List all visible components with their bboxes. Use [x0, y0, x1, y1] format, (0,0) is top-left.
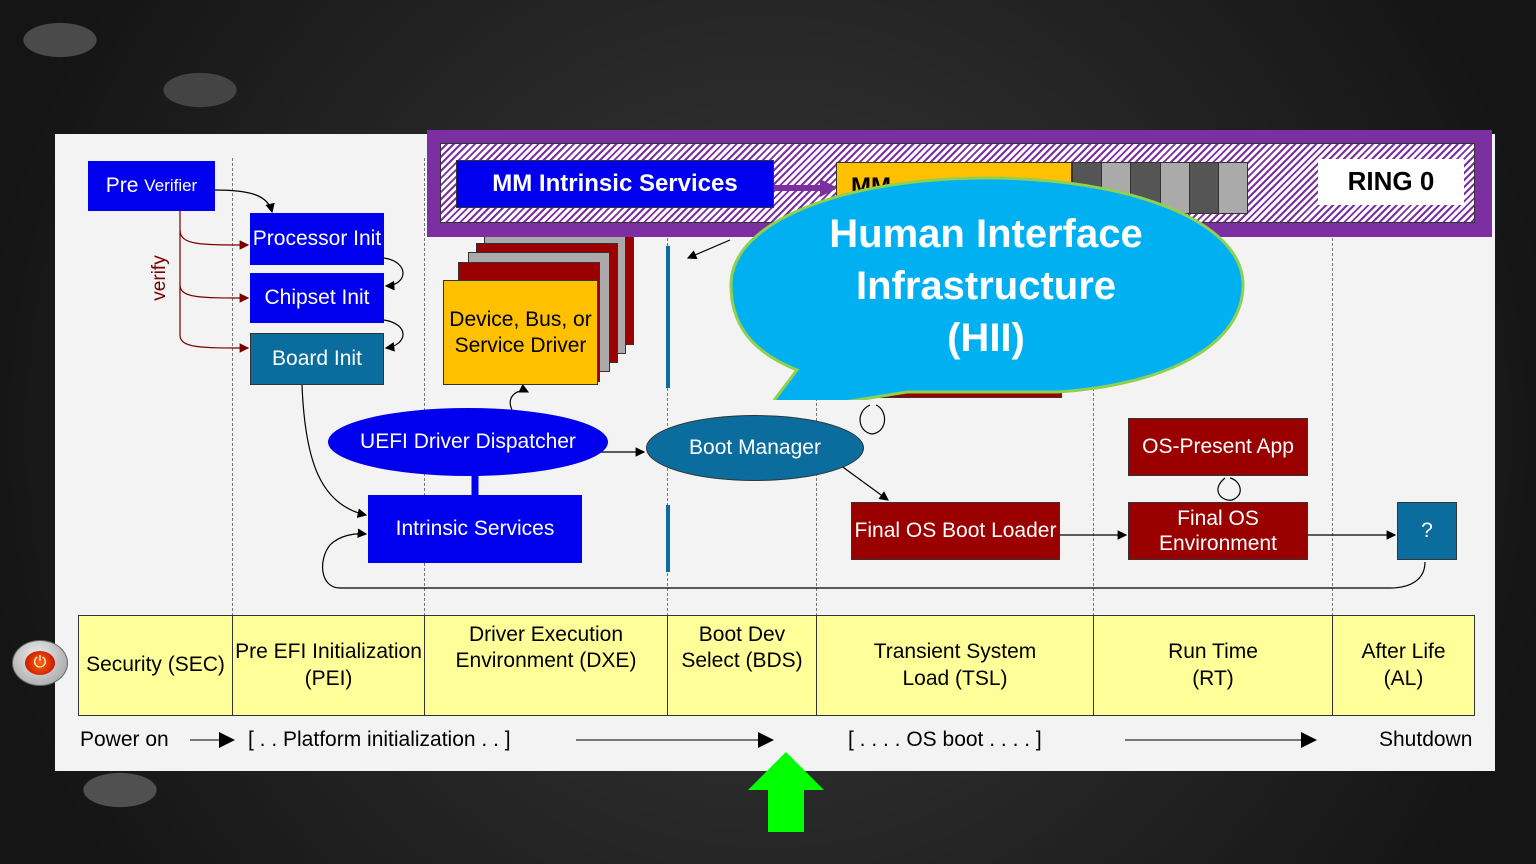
mm-stack-slot: [1217, 163, 1248, 213]
column-divider: [424, 158, 425, 616]
intrinsic-services-box: Intrinsic Services: [368, 495, 582, 563]
column-divider: [232, 158, 233, 616]
boot-manager: Boot Manager: [646, 415, 864, 481]
power-button[interactable]: ⏻: [12, 640, 68, 686]
hii-callout-bubble: [729, 176, 1245, 400]
pre-verifier-box: Pre Verifier: [88, 161, 215, 211]
power-icon: ⏻: [25, 651, 55, 675]
phase-pei: Pre EFI Initialization (PEI): [232, 615, 425, 716]
phase-tsl: Transient System Load (TSL): [816, 615, 1094, 716]
callout-line-2: Infrastructure: [855, 264, 1117, 308]
timeline-platform-init: [ . . Platform initialization . . ]: [248, 728, 511, 751]
phase-al: After Life (AL): [1332, 615, 1475, 716]
mm-intrinsic-services: MM Intrinsic Services: [456, 160, 774, 208]
verify-label: verify: [149, 255, 170, 301]
phase-sec: Security (SEC): [78, 615, 233, 716]
column-divider: [1332, 158, 1333, 616]
final-os-environment: Final OS Environment: [1128, 502, 1308, 560]
phase-bds: Boot Dev Select (BDS): [667, 615, 817, 716]
pre-verifier-sublabel: Verifier: [144, 175, 198, 195]
uefi-driver-dispatcher: UEFI Driver Dispatcher: [328, 408, 608, 476]
final-os-boot-loader: Final OS Boot Loader: [851, 502, 1060, 560]
callout-line-1: Human Interface: [829, 212, 1143, 256]
processor-init-box: Processor Init: [250, 213, 384, 265]
pre-verifier-label: Pre: [105, 174, 139, 198]
after-life-box: ?: [1397, 502, 1457, 560]
mm-stack-slot: [1188, 163, 1218, 213]
green-up-arrow: [748, 752, 824, 832]
os-present-app: OS-Present App: [1128, 418, 1308, 476]
device-driver-box: Device, Bus, or Service Driver: [443, 280, 598, 385]
timeline-shutdown: Shutdown: [1379, 728, 1473, 751]
callout-line-3: (HII): [947, 316, 1025, 360]
timeline-power-on: Power on: [80, 728, 169, 751]
phase-rt: Run Time (RT): [1093, 615, 1333, 716]
ring0-label: RING 0: [1318, 159, 1464, 205]
board-init-box: Board Init: [250, 333, 384, 385]
chipset-init-box: Chipset Init: [250, 273, 384, 323]
phase-dxe: Driver Execution Environment (DXE): [424, 615, 668, 716]
mm-arrow: [774, 179, 838, 197]
hii-callout-text: Human Interface Infrastructure (HII): [760, 208, 1212, 368]
timeline-os-boot: [ . . . . OS boot . . . . ]: [848, 728, 1042, 751]
